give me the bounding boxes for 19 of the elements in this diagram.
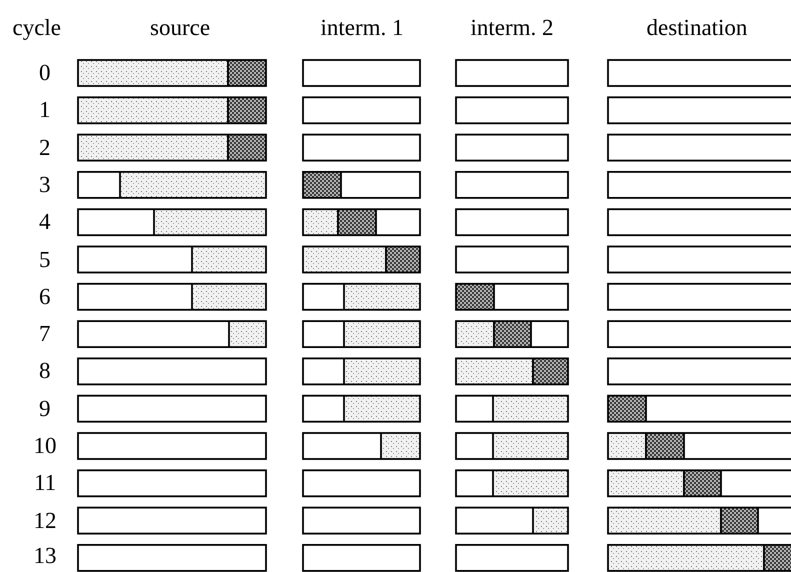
row-number: 8 xyxy=(39,360,50,382)
row-number: 10 xyxy=(34,435,56,457)
column-header: cycle xyxy=(12,17,62,39)
row-number: 11 xyxy=(34,472,56,494)
row-number: 5 xyxy=(39,248,50,270)
column-header: interm. 2 xyxy=(470,17,554,39)
column-header: interm. 1 xyxy=(320,17,404,39)
column-header: source xyxy=(150,17,210,39)
row-number: 0 xyxy=(39,62,50,84)
column-header: destination xyxy=(646,17,748,39)
row-number: 4 xyxy=(39,211,50,234)
row-number: 12 xyxy=(34,510,56,532)
row-number: 7 xyxy=(39,323,50,346)
row-number: 6 xyxy=(39,286,50,308)
row-number: 13 xyxy=(34,545,56,567)
row-number: 9 xyxy=(39,398,50,420)
row-number: 1 xyxy=(39,99,50,122)
row-number: 2 xyxy=(39,136,50,159)
row-number: 3 xyxy=(39,174,50,196)
